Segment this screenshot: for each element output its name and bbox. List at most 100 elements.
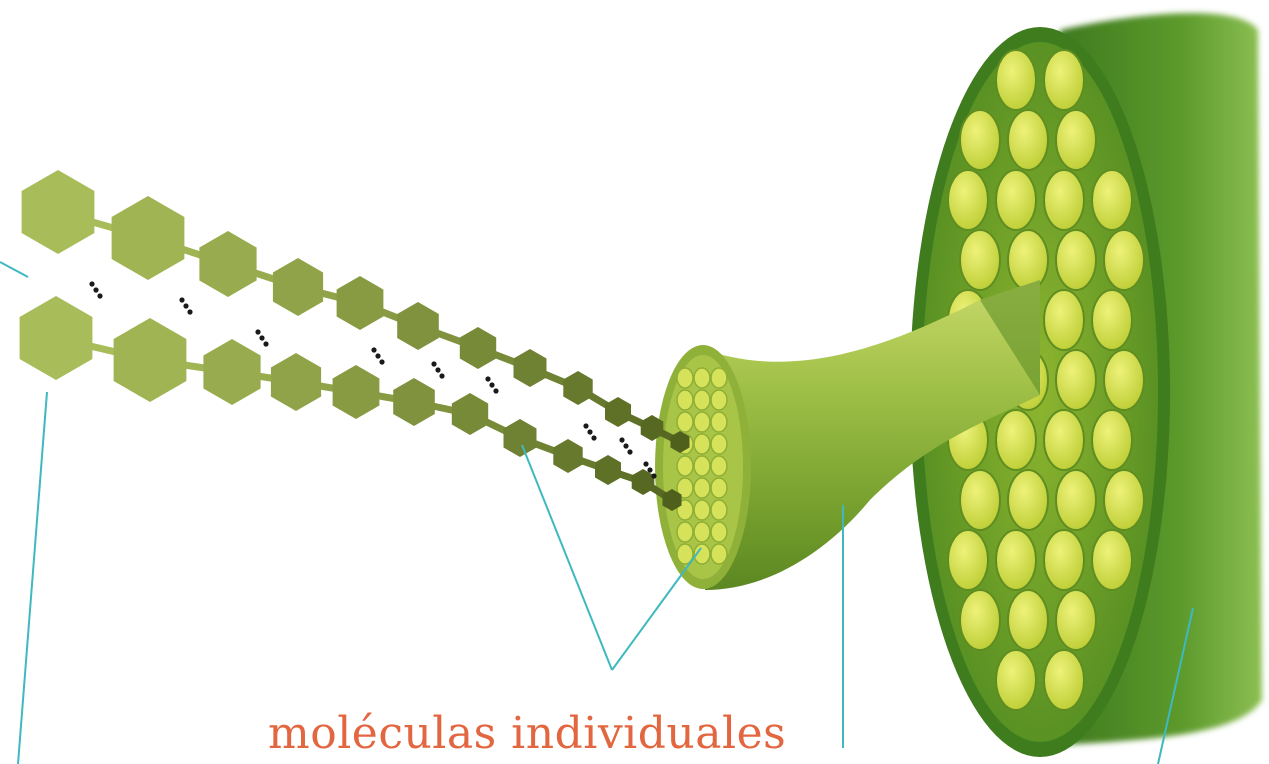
microfibril-cell xyxy=(711,478,727,498)
glucose-unit xyxy=(605,397,631,427)
macrofibril-cell xyxy=(1044,290,1084,350)
glucose-unit xyxy=(22,170,95,254)
hydrogen-bond-dot xyxy=(371,347,376,352)
leader-line-top-left xyxy=(0,262,28,277)
hydrogen-bond-dot xyxy=(187,309,192,314)
microfibril-cell xyxy=(711,434,727,454)
microfibril-cell xyxy=(694,368,710,388)
hydrogen-bond-dot xyxy=(255,329,260,334)
hydrogen-bond-dot xyxy=(375,353,380,358)
microfibril-cell xyxy=(694,456,710,476)
microfibril-cell xyxy=(694,522,710,542)
hydrogen-bond-dot xyxy=(259,335,264,340)
hydrogen-bond-dot xyxy=(485,376,490,381)
macrofibril-cell xyxy=(1056,350,1096,410)
individual-molecules-label: moléculas individuales xyxy=(268,708,786,759)
macrofibril-cell xyxy=(1092,290,1132,350)
microfibril-cell xyxy=(677,456,693,476)
macrofibril-cell xyxy=(1008,470,1048,530)
macrofibril-cell xyxy=(1008,110,1048,170)
hydrogen-bond-dot xyxy=(587,429,592,434)
glucose-unit xyxy=(460,327,496,369)
macrofibril-cell xyxy=(1092,410,1132,470)
microfibril-cell xyxy=(711,368,727,388)
macrofibril-cell xyxy=(1008,590,1048,650)
microfibril-cell xyxy=(677,522,693,542)
microfibril-cell xyxy=(677,412,693,432)
hydrogen-bond-dot xyxy=(439,373,444,378)
glucose-unit xyxy=(514,349,547,387)
leader-line-left-chain xyxy=(18,392,47,764)
hydrogen-bond-dot xyxy=(583,423,588,428)
microfibril-cross-section-cells xyxy=(677,368,727,564)
microfibril-cell xyxy=(711,522,727,542)
hydrogen-bond-dot xyxy=(179,297,184,302)
glucose-unit xyxy=(112,196,185,280)
hydrogen-bond-dot xyxy=(651,473,656,478)
hydrogen-bond-dot xyxy=(97,293,102,298)
cellulose-chains xyxy=(20,170,690,511)
macrofibril-cell xyxy=(1044,650,1084,710)
microfibril-cell xyxy=(677,368,693,388)
macrofibril-cell xyxy=(1044,170,1084,230)
macrofibril-cell xyxy=(1044,530,1084,590)
glucose-unit xyxy=(114,318,187,402)
microfibril-cell xyxy=(711,412,727,432)
macrofibril-cell xyxy=(948,170,988,230)
macrofibril-cell xyxy=(960,110,1000,170)
glucose-unit xyxy=(199,231,256,297)
hydrogen-bond-dot xyxy=(263,341,268,346)
hydrogen-bond-dot xyxy=(435,367,440,372)
macrofibril-cell xyxy=(960,230,1000,290)
microfibril-cell xyxy=(711,390,727,410)
microfibril-cell xyxy=(711,456,727,476)
macrofibril-cell xyxy=(1104,350,1144,410)
macrofibril-cell xyxy=(1056,470,1096,530)
microfibril-cell xyxy=(694,390,710,410)
hydrogen-bond-dot xyxy=(627,449,632,454)
microfibril-cell xyxy=(711,544,727,564)
hydrogen-bond-dot xyxy=(89,281,94,286)
hydrogen-bond-dot xyxy=(183,303,188,308)
hydrogen-bond-dot xyxy=(431,361,436,366)
macrofibril-cell xyxy=(996,50,1036,110)
glucose-unit xyxy=(632,469,655,495)
microfibril-cell xyxy=(694,412,710,432)
macrofibril-cell xyxy=(1056,110,1096,170)
glucose-unit xyxy=(337,276,384,330)
hydrogen-bond-dot xyxy=(591,435,596,440)
hydrogen-bond-dot xyxy=(493,388,498,393)
macrofibril-cell xyxy=(1104,230,1144,290)
glucose-unit xyxy=(397,302,439,350)
hydrogen-bond-dot xyxy=(93,287,98,292)
glucose-unit xyxy=(504,419,537,457)
microfibril-cell xyxy=(711,500,727,520)
macrofibril-cell xyxy=(1056,230,1096,290)
macrofibril-cell xyxy=(996,410,1036,470)
glucose-unit xyxy=(595,455,621,485)
macrofibril-cell xyxy=(1104,470,1144,530)
glucose-unit xyxy=(393,378,435,426)
macrofibril-cell xyxy=(1092,530,1132,590)
glucose-unit xyxy=(333,365,380,419)
macrofibril-cell xyxy=(1044,410,1084,470)
microfibril-cell xyxy=(694,500,710,520)
macrofibril-cell xyxy=(1092,170,1132,230)
glucose-unit xyxy=(563,371,592,405)
microfibril-cell xyxy=(694,478,710,498)
macrofibril-cell xyxy=(1044,50,1084,110)
macrofibril-cell xyxy=(996,650,1036,710)
hydrogen-bond-dot xyxy=(379,359,384,364)
hydrogen-bond-dot xyxy=(643,461,648,466)
glucose-unit xyxy=(553,439,582,473)
microfibril-cell xyxy=(694,434,710,454)
hydrogen-bond-dot xyxy=(619,437,624,442)
macrofibril-cell xyxy=(1056,590,1096,650)
glucose-unit xyxy=(20,296,93,380)
hydrogen-bond-dot xyxy=(647,467,652,472)
hydrogen-bond-dot xyxy=(489,382,494,387)
macrofibril-cell xyxy=(996,530,1036,590)
hydrogen-bond-dot xyxy=(623,443,628,448)
glucose-unit xyxy=(271,353,321,411)
